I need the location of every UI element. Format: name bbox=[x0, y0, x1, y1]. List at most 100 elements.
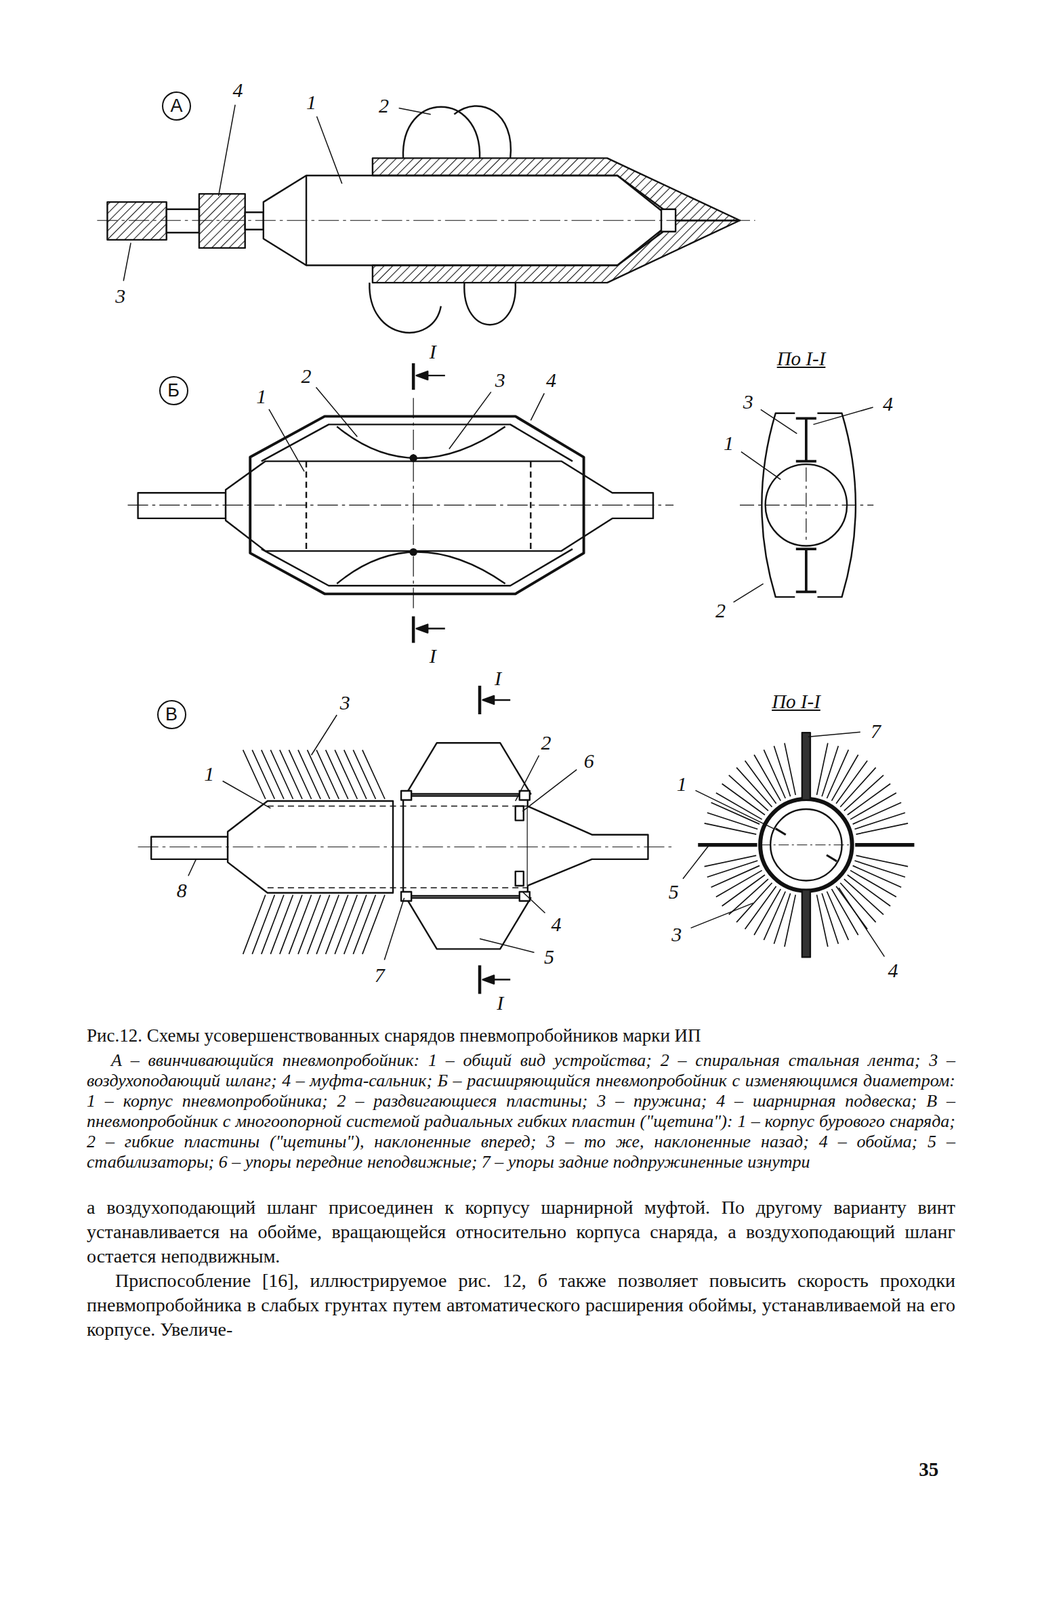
bristle bbox=[261, 750, 284, 799]
bristle bbox=[854, 812, 905, 829]
axis-line bbox=[128, 504, 675, 506]
leader-line bbox=[838, 887, 885, 957]
leader-line bbox=[218, 105, 236, 196]
bristle bbox=[270, 750, 293, 799]
figure-caption: Рис.12. Схемы усовершенствованных снаряд… bbox=[86, 1024, 956, 1047]
text-column: Рис.12. Схемы усовершенствованных снаряд… bbox=[86, 1024, 956, 1342]
leader-line bbox=[741, 451, 781, 480]
bristle bbox=[817, 743, 828, 796]
bristle bbox=[362, 895, 385, 954]
shaft bbox=[245, 212, 264, 230]
leader-line bbox=[530, 392, 545, 421]
axis-line bbox=[96, 220, 755, 221]
stabilizer bbox=[406, 742, 532, 794]
section-tick bbox=[478, 964, 482, 994]
bristle bbox=[854, 860, 905, 877]
leader-line bbox=[316, 386, 358, 437]
callout-number: 4 bbox=[546, 368, 557, 391]
shaft bbox=[151, 836, 228, 860]
leader-line bbox=[522, 891, 545, 913]
bristle bbox=[243, 750, 266, 799]
callout-number: 7 bbox=[374, 963, 385, 986]
air-hose bbox=[107, 201, 166, 240]
stop-bar bbox=[802, 889, 811, 957]
bristle bbox=[856, 855, 909, 866]
arrow-head bbox=[416, 624, 429, 633]
bristle bbox=[716, 792, 763, 820]
callout-number: 7 bbox=[870, 719, 881, 742]
callout-number: 1 bbox=[256, 384, 267, 408]
callout-number: 2 bbox=[300, 364, 311, 387]
figure-letter: А bbox=[170, 96, 183, 116]
body-text: Приспособление [16], иллюстрируемое рис.… bbox=[86, 1268, 956, 1342]
axis-line bbox=[739, 504, 874, 506]
callout-number: 3 bbox=[115, 284, 126, 307]
bristle bbox=[279, 895, 303, 954]
leader-line bbox=[311, 714, 338, 755]
bristle bbox=[711, 865, 761, 887]
callout-number: 1 bbox=[676, 772, 688, 795]
hammer-body bbox=[225, 461, 654, 552]
leader-line bbox=[188, 859, 197, 877]
spiral-blade bbox=[369, 282, 441, 333]
leader-line bbox=[695, 789, 774, 828]
spring-beam bbox=[796, 548, 817, 592]
leader-line bbox=[760, 409, 797, 434]
bristle bbox=[344, 895, 367, 954]
screw-sleeve bbox=[372, 220, 740, 283]
bristle bbox=[261, 895, 284, 954]
figure-letter-circle: А bbox=[161, 91, 192, 121]
bristle bbox=[784, 743, 796, 796]
bristle bbox=[307, 750, 330, 799]
section-tick bbox=[478, 685, 482, 715]
figure-letter-circle: В bbox=[157, 699, 187, 730]
arrow-head bbox=[483, 695, 495, 704]
figure-letter: Б bbox=[167, 381, 180, 400]
callout-number: 2 bbox=[715, 598, 726, 622]
bristle bbox=[325, 895, 349, 954]
leader-group bbox=[123, 105, 885, 961]
bristle bbox=[243, 895, 266, 954]
bristle bbox=[832, 754, 859, 801]
callout-number: 1 bbox=[306, 90, 317, 114]
bristle bbox=[763, 749, 786, 799]
leader-line bbox=[399, 107, 431, 114]
caption-legend: А – ввинчивающийся пневмопробойник: 1 – … bbox=[86, 1050, 956, 1173]
bristle bbox=[288, 750, 311, 799]
leader-line bbox=[384, 897, 404, 960]
stabilizer-section bbox=[855, 842, 914, 847]
slot bbox=[794, 592, 818, 603]
bristle bbox=[773, 745, 790, 797]
bristle bbox=[352, 895, 376, 954]
bristle bbox=[821, 745, 839, 797]
callout-number: 6 bbox=[584, 749, 595, 772]
bristle bbox=[352, 750, 376, 799]
bristle bbox=[252, 895, 275, 954]
arrow-head bbox=[416, 371, 429, 380]
axis-line bbox=[805, 467, 807, 543]
leader-line bbox=[808, 731, 861, 737]
callout-number: 3 bbox=[743, 390, 754, 413]
bristle bbox=[704, 855, 757, 866]
bristle bbox=[773, 892, 790, 944]
bristle bbox=[853, 802, 902, 824]
stop bbox=[515, 871, 524, 886]
clip-ring-section bbox=[760, 798, 853, 891]
callout-number: 4 bbox=[550, 912, 561, 935]
bristle bbox=[850, 869, 897, 897]
section-mark: I bbox=[429, 644, 437, 667]
callout-number: 4 bbox=[888, 958, 899, 982]
callout-number: 1 bbox=[203, 762, 215, 785]
leader-line bbox=[515, 755, 540, 801]
section-mark: I bbox=[496, 991, 504, 1014]
leader-line bbox=[222, 780, 272, 808]
bristle bbox=[298, 895, 321, 954]
bristle bbox=[784, 894, 796, 947]
cage-inner bbox=[261, 548, 573, 586]
axis-line bbox=[413, 397, 414, 612]
axis-line bbox=[138, 846, 675, 847]
callout-number: 3 bbox=[495, 368, 506, 391]
cage-inner bbox=[261, 424, 573, 461]
leader-line bbox=[733, 583, 764, 602]
